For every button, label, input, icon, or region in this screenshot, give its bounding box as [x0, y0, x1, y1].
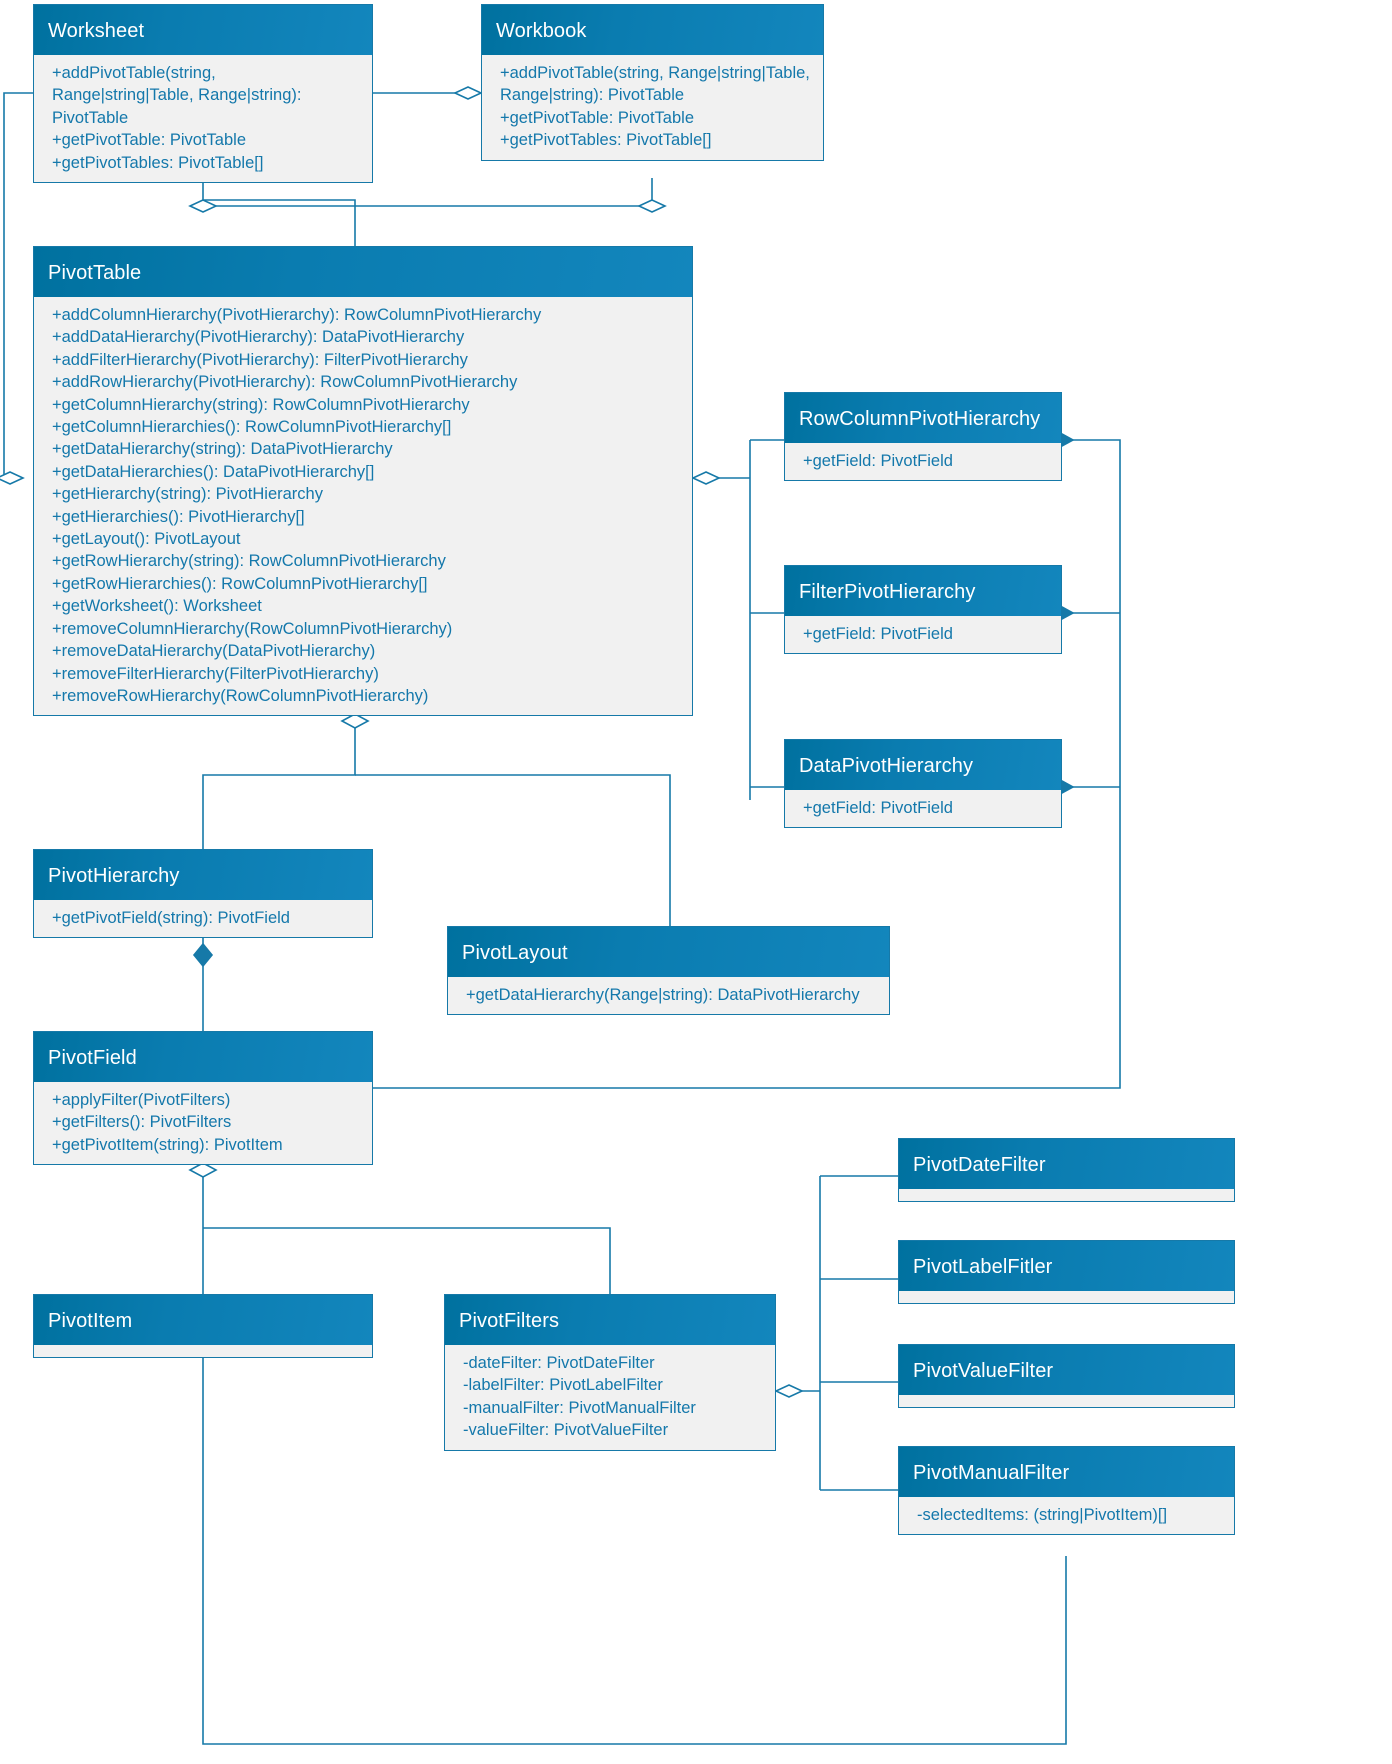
member-row: +getLayout(): PivotLayout: [52, 530, 241, 549]
member-row: +addPivotTable(string, Range|string|Tabl…: [500, 64, 810, 105]
class-title-pivotmanualfilter: PivotManualFilter: [899, 1447, 1234, 1497]
diamond-pivotfilters-open: [774, 1384, 804, 1398]
member-row: +getRowHierarchy(string): RowColumnPivot…: [52, 552, 446, 571]
member-row: +getDataHierarchy(string): DataPivotHier…: [52, 440, 393, 459]
class-members-pivotitem: [34, 1345, 372, 1357]
class-box-pivotdatefilter[interactable]: PivotDateFilter: [898, 1138, 1235, 1202]
class-box-pivotlabelfilter[interactable]: PivotLabelFitler: [898, 1240, 1235, 1304]
class-box-datapivothierarchy[interactable]: DataPivotHierarchy +getField: PivotField: [784, 739, 1062, 829]
member-row: +removeRowHierarchy(RowColumnPivotHierar…: [52, 686, 429, 705]
class-title-pivothierarchy: PivotHierarchy: [34, 850, 372, 900]
member-row: -labelFilter: PivotLabelFilter: [463, 1376, 663, 1395]
member-row: +getField: PivotField: [803, 625, 953, 643]
edge-pivotfield-to-pivotfilters: [203, 1227, 611, 1294]
member-row: +addPivotTable(string, Range|string|Tabl…: [52, 64, 302, 127]
edge-worksheet-to-pivottable: [202, 178, 356, 246]
member-row: +addFilterHierarchy(PivotHierarchy): Fil…: [52, 350, 468, 369]
class-title-pivotitem: PivotItem: [34, 1295, 372, 1345]
class-title-rowcolumnpivothierarchy: RowColumnPivotHierarchy: [785, 393, 1061, 443]
member-row: +getColumnHierarchies(): RowColumnPivotH…: [52, 418, 452, 437]
class-box-pivotlayout[interactable]: PivotLayout +getDataHierarchy(Range|stri…: [447, 926, 890, 1016]
class-box-worksheet[interactable]: Worksheet +addPivotTable(string, Range|s…: [33, 4, 373, 184]
class-members-workbook: +addPivotTable(string, Range|string|Tabl…: [482, 55, 823, 160]
member-row: +getField: PivotField: [803, 799, 953, 817]
class-title-pivotlabelfilter: PivotLabelFitler: [899, 1241, 1234, 1291]
class-members-pivotlayout: +getDataHierarchy(Range|string): DataPiv…: [448, 977, 889, 1015]
diamond-workbook-bottom-open: [637, 199, 667, 213]
class-members-datapivothierarchy: +getField: PivotField: [785, 790, 1061, 828]
class-title-pivotfield: PivotField: [34, 1032, 372, 1082]
class-title-datapivothierarchy: DataPivotHierarchy: [785, 740, 1061, 790]
class-box-workbook[interactable]: Workbook +addPivotTable(string, Range|st…: [481, 4, 824, 161]
member-row: +getDataHierarchies(): DataPivotHierarch…: [52, 462, 375, 481]
class-members-pivotlabelfilter: [899, 1291, 1234, 1303]
class-title-worksheet: Worksheet: [34, 5, 372, 55]
member-row: +getPivotTable: PivotTable: [500, 108, 694, 127]
member-row: +getDataHierarchy(Range|string): DataPiv…: [466, 986, 860, 1004]
class-box-pivotfilters[interactable]: PivotFilters -dateFilter: PivotDateFilte…: [444, 1294, 776, 1451]
edge-pivottable-to-pivothierarchy: [202, 714, 356, 849]
class-title-pivotdatefilter: PivotDateFilter: [899, 1139, 1234, 1189]
member-row: +applyFilter(PivotFilters): [52, 1091, 231, 1109]
member-row: +getPivotItem(string): PivotItem: [52, 1135, 283, 1154]
class-title-filterpivothierarchy: FilterPivotHierarchy: [785, 566, 1061, 616]
class-members-filterpivothierarchy: +getField: PivotField: [785, 616, 1061, 654]
class-box-pivotmanualfilter[interactable]: PivotManualFilter -selectedItems: (strin…: [898, 1446, 1235, 1536]
member-row: +getRowHierarchies(): RowColumnPivotHier…: [52, 574, 428, 593]
class-title-workbook: Workbook: [482, 5, 823, 55]
class-members-pivotvaluefilter: [899, 1395, 1234, 1407]
member-row: -selectedItems: (string|PivotItem)[]: [917, 1506, 1168, 1524]
class-box-rowcolumnpivothierarchy[interactable]: RowColumnPivotHierarchy +getField: Pivot…: [784, 392, 1062, 482]
member-row: +getPivotTables: PivotTable[]: [52, 153, 264, 172]
class-title-pivotvaluefilter: PivotValueFilter: [899, 1345, 1234, 1395]
member-row: +getField: PivotField: [803, 452, 953, 470]
class-members-pivotdatefilter: [899, 1189, 1234, 1201]
class-members-pivothierarchy: +getPivotField(string): PivotField: [34, 900, 372, 938]
member-row: -manualFilter: PivotManualFilter: [463, 1398, 696, 1417]
class-members-pivottable: +addColumnHierarchy(PivotHierarchy): Row…: [34, 297, 692, 716]
member-row: -valueFilter: PivotValueFilter: [463, 1421, 669, 1440]
member-row: +getHierarchy(string): PivotHierarchy: [52, 485, 323, 504]
member-row: +getWorksheet(): Worksheet: [52, 597, 262, 616]
member-row: +getPivotTables: PivotTable[]: [500, 131, 712, 150]
member-row: +addDataHierarchy(PivotHierarchy): DataP…: [52, 328, 465, 347]
class-title-pivottable: PivotTable: [34, 247, 692, 297]
diamond-pivothierarchy-filled: [192, 942, 214, 968]
diamond-pivottable-right-open: [691, 471, 721, 485]
class-members-worksheet: +addPivotTable(string, Range|string|Tabl…: [34, 55, 372, 183]
member-row: +getPivotTable: PivotTable: [52, 131, 246, 150]
class-box-filterpivothierarchy[interactable]: FilterPivotHierarchy +getField: PivotFie…: [784, 565, 1062, 655]
class-title-pivotlayout: PivotLayout: [448, 927, 889, 977]
member-row: +getFilters(): PivotFilters: [52, 1113, 232, 1132]
member-row: +getColumnHierarchy(string): RowColumnPi…: [52, 395, 470, 414]
member-row: +getPivotField(string): PivotField: [52, 909, 290, 927]
member-row: -dateFilter: PivotDateFilter: [463, 1354, 655, 1372]
class-members-pivotmanualfilter: -selectedItems: (string|PivotItem)[]: [899, 1497, 1234, 1535]
diamond-workbook-open: [453, 86, 483, 100]
diamond-worksheet-bottom-open: [188, 199, 218, 213]
member-row: +removeColumnHierarchy(RowColumnPivotHie…: [52, 619, 453, 638]
class-box-pivotitem[interactable]: PivotItem: [33, 1294, 373, 1358]
class-box-pivottable[interactable]: PivotTable +addColumnHierarchy(PivotHier…: [33, 246, 693, 717]
class-box-pivotvaluefilter[interactable]: PivotValueFilter: [898, 1344, 1235, 1408]
diamond-pivottable-left-open: [0, 471, 25, 485]
class-box-pivothierarchy[interactable]: PivotHierarchy +getPivotField(string): P…: [33, 849, 373, 939]
class-members-pivotfilters: -dateFilter: PivotDateFilter -labelFilte…: [445, 1345, 775, 1450]
class-title-pivotfilters: PivotFilters: [445, 1295, 775, 1345]
member-row: +removeDataHierarchy(DataPivotHierarchy): [52, 642, 376, 661]
edge-worksheet-pivottable-left: [3, 92, 33, 479]
member-row: +removeFilterHierarchy(FilterPivotHierar…: [52, 664, 379, 683]
member-row: +addColumnHierarchy(PivotHierarchy): Row…: [52, 306, 542, 324]
class-members-pivotfield: +applyFilter(PivotFilters) +getFilters()…: [34, 1082, 372, 1165]
member-row: +addRowHierarchy(PivotHierarchy): RowCol…: [52, 373, 518, 392]
member-row: +getHierarchies(): PivotHierarchy[]: [52, 507, 305, 526]
class-box-pivotfield[interactable]: PivotField +applyFilter(PivotFilters) +g…: [33, 1031, 373, 1166]
class-members-rowcolumnpivothierarchy: +getField: PivotField: [785, 443, 1061, 481]
